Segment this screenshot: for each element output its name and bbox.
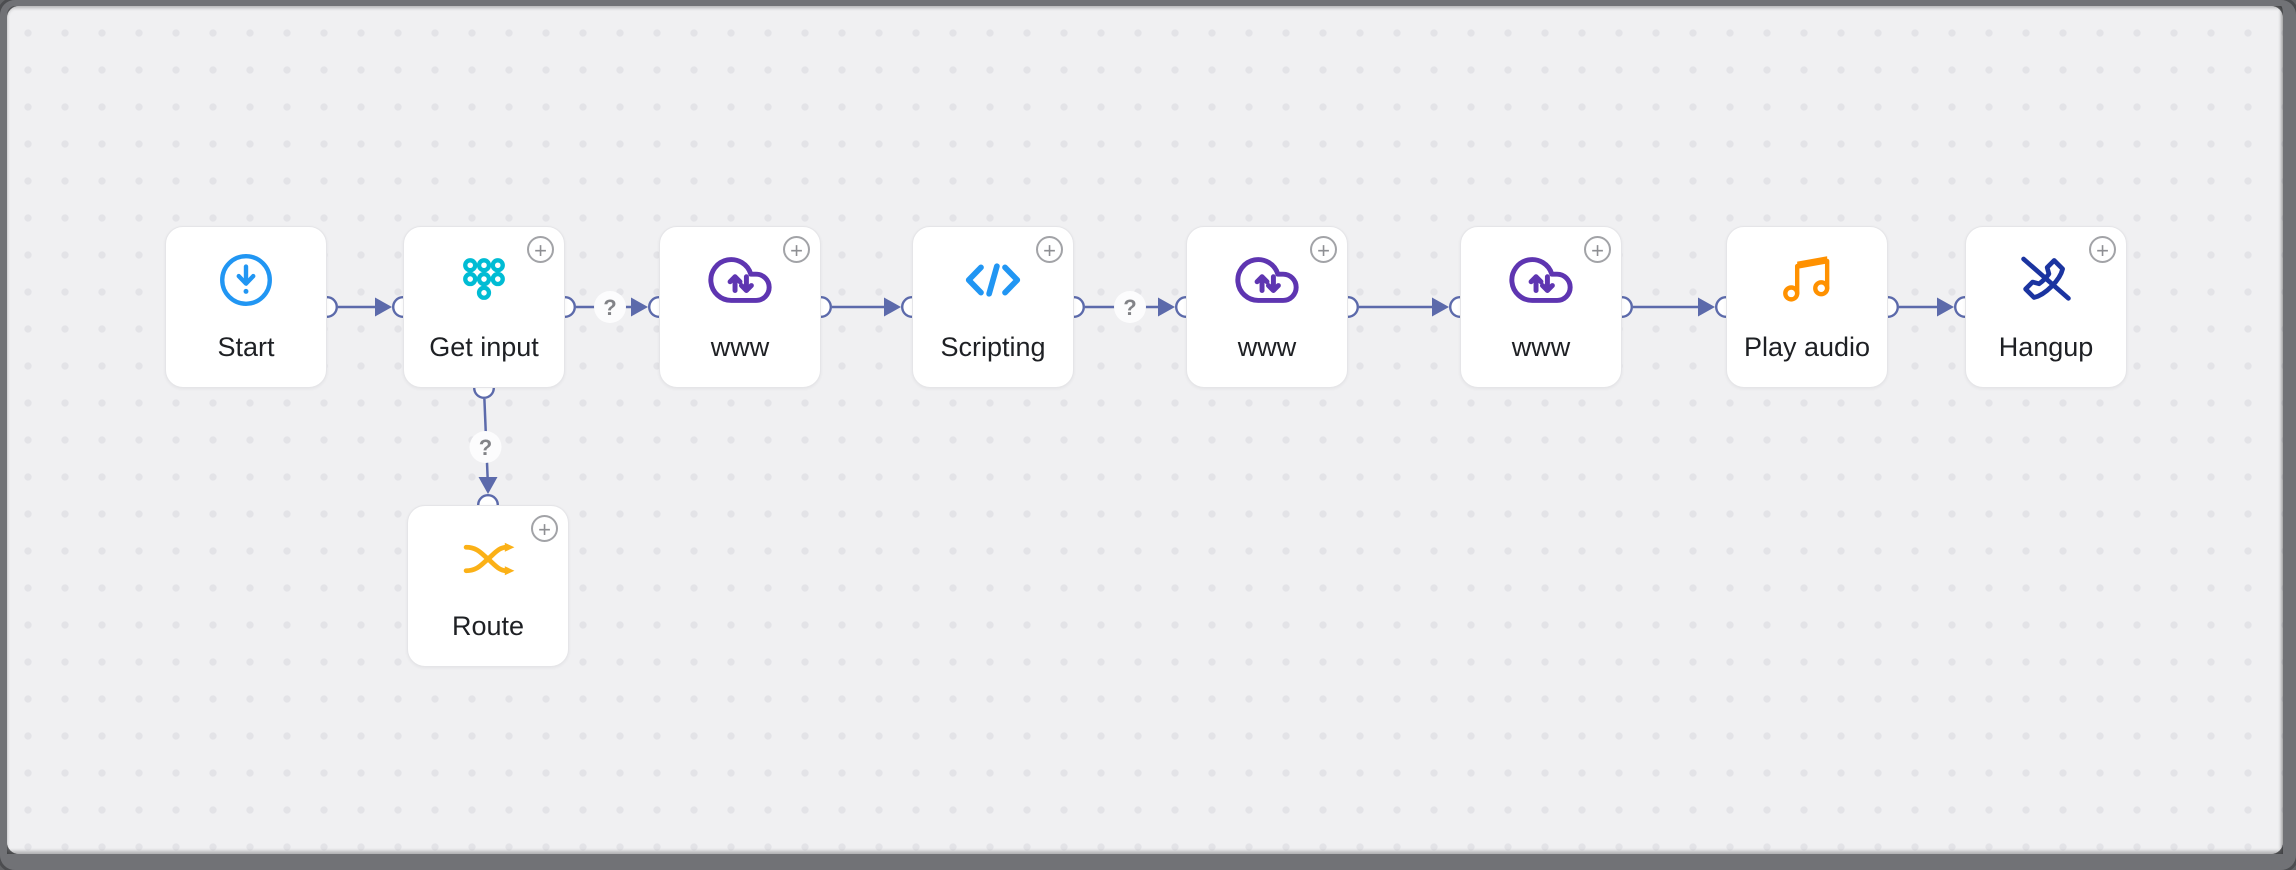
- edge-www-2-to-www-3[interactable]: [1336, 296, 1471, 319]
- node-label: www: [1511, 332, 1571, 362]
- edge-get-input-to-www-1[interactable]: ?: [554, 291, 671, 323]
- node-label: Get input: [429, 332, 539, 362]
- edge-start-to-get-input[interactable]: [316, 296, 415, 319]
- edge-arrowhead-icon: [631, 297, 648, 317]
- node-label: Scripting: [940, 332, 1046, 362]
- start-icon: [166, 243, 326, 317]
- node-route[interactable]: Route +: [407, 505, 569, 667]
- edge-arrowhead-icon: [884, 297, 901, 317]
- flow-canvas-viewport: ? ?: [7, 6, 2283, 854]
- add-step-button[interactable]: +: [1584, 236, 1611, 263]
- code-icon: [913, 243, 1073, 317]
- node-www-2[interactable]: www +: [1186, 226, 1348, 388]
- cloud-transfer-icon: [1461, 243, 1621, 317]
- music-note-icon: [1727, 243, 1887, 317]
- add-step-button[interactable]: +: [783, 236, 810, 263]
- edges-layer: ? ?: [316, 291, 1976, 517]
- node-get-input[interactable]: Get input +: [403, 226, 565, 388]
- shuffle-icon: [408, 522, 568, 596]
- node-hangup[interactable]: Hangup +: [1965, 226, 2127, 388]
- node-www-3[interactable]: www +: [1460, 226, 1622, 388]
- add-step-button[interactable]: +: [1310, 236, 1337, 263]
- edge-www-3-to-play-audio[interactable]: [1610, 296, 1737, 319]
- cloud-transfer-icon: [660, 243, 820, 317]
- cloud-transfer-icon: [1187, 243, 1347, 317]
- edge-arrowhead-icon: [1698, 297, 1715, 317]
- edge-www-1-to-scripting[interactable]: [810, 296, 924, 319]
- node-label: Play audio: [1743, 332, 1871, 362]
- condition-badge[interactable]: [594, 291, 626, 323]
- condition-badge-label: ?: [479, 435, 492, 460]
- add-step-button[interactable]: +: [527, 236, 554, 263]
- node-label: www: [1237, 332, 1297, 362]
- node-label: Route: [451, 611, 525, 641]
- condition-badge[interactable]: [1114, 291, 1146, 323]
- node-play-audio[interactable]: Play audio: [1726, 226, 1888, 388]
- condition-badge[interactable]: [469, 431, 502, 463]
- edge-arrowhead-icon: [375, 297, 392, 317]
- node-label: Start: [217, 332, 275, 362]
- add-step-button[interactable]: +: [1036, 236, 1063, 263]
- edge-get-input-to-route[interactable]: ?: [469, 377, 502, 517]
- node-label: www: [710, 332, 770, 362]
- edge-scripting-to-www-2[interactable]: ?: [1062, 291, 1197, 323]
- node-www-1[interactable]: www +: [659, 226, 821, 388]
- add-step-button[interactable]: +: [2089, 236, 2116, 263]
- flow-canvas[interactable]: ? ?: [7, 6, 2283, 854]
- edge-arrowhead-icon: [1158, 297, 1175, 317]
- edge-arrowhead-icon: [1432, 297, 1449, 317]
- node-scripting[interactable]: Scripting +: [912, 226, 1074, 388]
- node-start[interactable]: Start: [165, 226, 327, 388]
- edge-arrowhead-icon: [1937, 297, 1954, 317]
- condition-badge-label: ?: [1123, 295, 1136, 320]
- node-label: Hangup: [1998, 332, 2094, 362]
- edge-arrowhead-icon: [478, 477, 498, 494]
- edge-play-audio-to-hangup[interactable]: [1876, 296, 1976, 319]
- condition-badge-label: ?: [603, 295, 616, 320]
- keypad-dots-icon: [404, 243, 564, 317]
- add-step-button[interactable]: +: [531, 515, 558, 542]
- hangup-phone-icon: [1966, 243, 2126, 317]
